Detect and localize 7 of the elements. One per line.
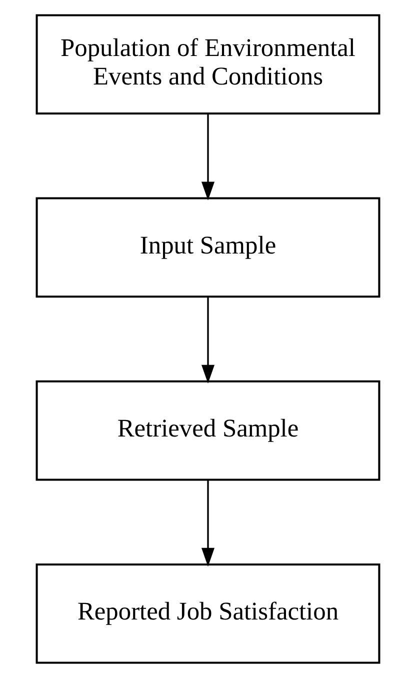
node-box: Input Sample <box>36 197 380 298</box>
arrow <box>201 114 215 200</box>
arrow <box>201 296 215 384</box>
arrow <box>201 480 215 567</box>
node-box: Reported Job Satisfaction <box>36 563 380 664</box>
node-box: Population of Environmental Events and Conditions <box>36 14 380 115</box>
node-box: Retrieved Sample <box>36 380 380 481</box>
